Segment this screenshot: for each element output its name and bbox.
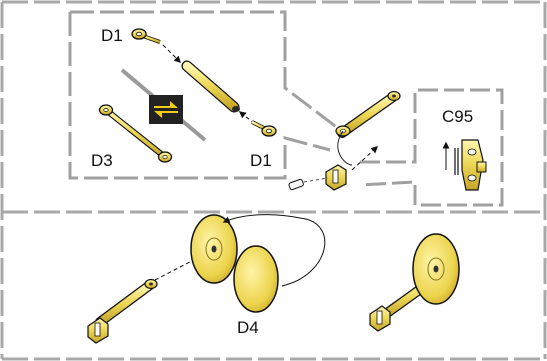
label-d1-bottom: D1 bbox=[250, 151, 272, 170]
d4-disc-back bbox=[233, 245, 279, 313]
completed-assembly-right bbox=[369, 233, 460, 332]
label-d3: D3 bbox=[91, 151, 113, 170]
rod-assembly-center bbox=[288, 90, 401, 191]
rod-assembly-left bbox=[87, 278, 158, 344]
curved-arrow-icon bbox=[222, 214, 326, 287]
d4-disc-front bbox=[190, 214, 238, 284]
arrow-to-clevis bbox=[351, 146, 379, 171]
c95-fitting bbox=[442, 139, 487, 191]
d1-tube bbox=[181, 60, 240, 113]
arrow-bottom-d1 bbox=[238, 111, 261, 129]
swap-arrows-icon bbox=[149, 95, 183, 124]
inset-frame-left bbox=[68, 10, 344, 180]
label-c95: C95 bbox=[442, 107, 473, 126]
d1-eye-lug-top bbox=[131, 28, 161, 44]
label-d4: D4 bbox=[237, 318, 259, 337]
label-d1-top: D1 bbox=[101, 26, 123, 45]
d1-eye-lug-bottom bbox=[251, 120, 277, 137]
d3-link bbox=[98, 104, 173, 163]
arrow-top-d1 bbox=[162, 44, 181, 63]
inset-frame-right bbox=[359, 88, 504, 207]
